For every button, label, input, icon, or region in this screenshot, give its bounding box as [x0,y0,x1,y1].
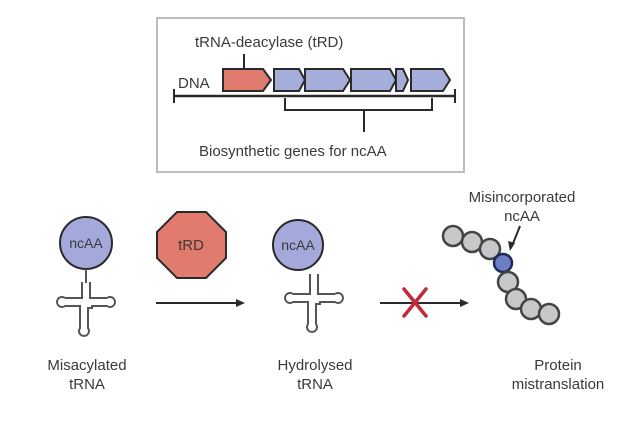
trna-icon [56,282,116,337]
biosynthetic-gene-3 [350,68,398,92]
arrowhead-2 [460,299,469,307]
amino-acid-bead [478,237,502,261]
trna-icon [284,274,344,333]
misacylated-caption-2: tRNA [69,376,105,393]
misincorporated-ncaa-bead [492,252,514,274]
biosynthetic-gene-5 [410,68,452,92]
misincorporated-label-1: Misincorporated [469,189,576,206]
trd-gene-label: tRNA-deacylase (tRD) [195,34,343,51]
misincorporated-arrowhead [508,241,515,251]
hydrolysed-caption-2: tRNA [297,376,333,393]
trd-enzyme: tRD [156,211,227,279]
blocked-x-icon [402,287,428,318]
ncaa-label: ncAA [69,235,103,251]
biosynthetic-gene-4 [395,68,410,92]
biosynthetic-gene-1 [273,68,307,92]
amino-acid-bead [537,302,561,326]
arrowhead-1 [236,299,245,307]
trd-octagon [156,211,227,279]
misincorporated-label-2: ncAA [504,208,540,225]
biosynthetic-gene-2 [304,68,352,92]
dna-label: DNA [178,75,210,92]
free-ncaa-label: ncAA [281,237,315,253]
trd-label: tRD [178,237,204,254]
hydrolysed-caption-1: Hydrolysed [277,357,352,374]
misacylated-trna-group: ncAA Misacylated tRNA [47,216,127,393]
free-ncaa-circle [272,219,324,271]
biosynthetic-bracket [284,98,433,111]
trd-gene-arrow [222,68,273,92]
misacylated-caption-1: Misacylated [47,357,126,374]
protein-caption-1: Protein [534,357,582,374]
hydrolysed-trna-group: ncAA Hydrolysed tRNA [272,219,353,393]
amino-acid-bead [441,224,465,248]
biosynthetic-genes-label: Biosynthetic genes for ncAA [199,143,387,160]
protein-chain [441,224,561,326]
protein-caption-2: mistranslation [512,376,605,393]
